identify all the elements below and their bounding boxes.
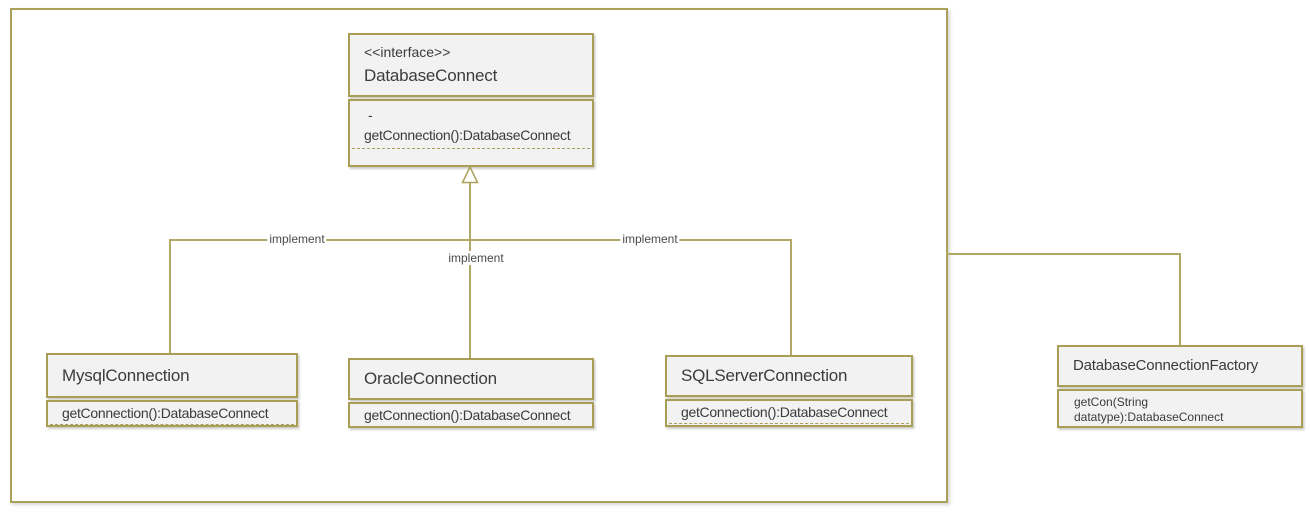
class-methods-compartment: getCon(String datatype):DatabaseConnect [1057,389,1303,428]
class-box-sqlserverconnection[interactable]: SQLServerConnection getConnection():Data… [665,355,913,427]
method-divider [352,426,590,427]
class-methods-compartment: getConnection():DatabaseConnect [665,399,913,427]
class-box-oracleconnection[interactable]: OracleConnection getConnection():Databas… [348,358,594,428]
class-name: DatabaseConnect [364,66,498,85]
method-getconnection: getConnection():DatabaseConnect [364,127,571,143]
realization-arrowhead-icon [461,166,479,184]
class-box-mysqlconnection[interactable]: MysqlConnection getConnection():Database… [46,353,298,427]
class-name: OracleConnection [364,369,497,388]
connector-mysql-vertical [169,239,171,353]
edge-label-implement-oracle: implement [446,251,506,265]
method-divider [1061,427,1299,428]
field-placeholder: - [368,107,373,123]
class-title-compartment: SQLServerConnection [665,355,913,397]
class-methods-compartment: getConnection():DatabaseConnect [348,402,594,428]
method-getconnection: getConnection():DatabaseConnect [681,404,888,420]
class-title-compartment: DatabaseConnectionFactory [1057,345,1303,387]
class-name: DatabaseConnectionFactory [1073,357,1259,374]
method-divider [352,148,590,149]
edge-label-implement-mysql: implement [267,232,327,246]
method-getconnection: getConnection():DatabaseConnect [62,405,269,421]
method-getcon: getCon(String datatype):DatabaseConnect [1074,395,1224,424]
connector-implement-horizontal [170,239,791,241]
connector-factory-vertical [1179,253,1181,345]
method-divider [50,424,294,425]
class-box-databaseconnect-interface[interactable]: <<interface>> DatabaseConnect - getConne… [348,33,594,167]
method-divider [669,423,909,424]
class-name: SQLServerConnection [681,366,848,385]
class-title-compartment: OracleConnection [348,358,594,400]
class-methods-compartment: - getConnection():DatabaseConnect [348,99,594,167]
connector-oracle-to-interface [469,182,471,358]
class-title-compartment: <<interface>> DatabaseConnect [348,33,594,97]
connector-factory-horizontal [946,253,1180,255]
connector-sqlserver-vertical [790,239,792,355]
class-title-compartment: MysqlConnection [46,353,298,398]
class-box-databaseconnectionfactory[interactable]: DatabaseConnectionFactory getCon(String … [1057,345,1303,428]
edge-label-implement-sqlserver: implement [620,232,680,246]
interface-stereotype: <<interface>> [364,44,451,60]
class-methods-compartment: getConnection():DatabaseConnect [46,400,298,427]
class-name: MysqlConnection [62,365,190,385]
method-getconnection: getConnection():DatabaseConnect [364,407,571,423]
